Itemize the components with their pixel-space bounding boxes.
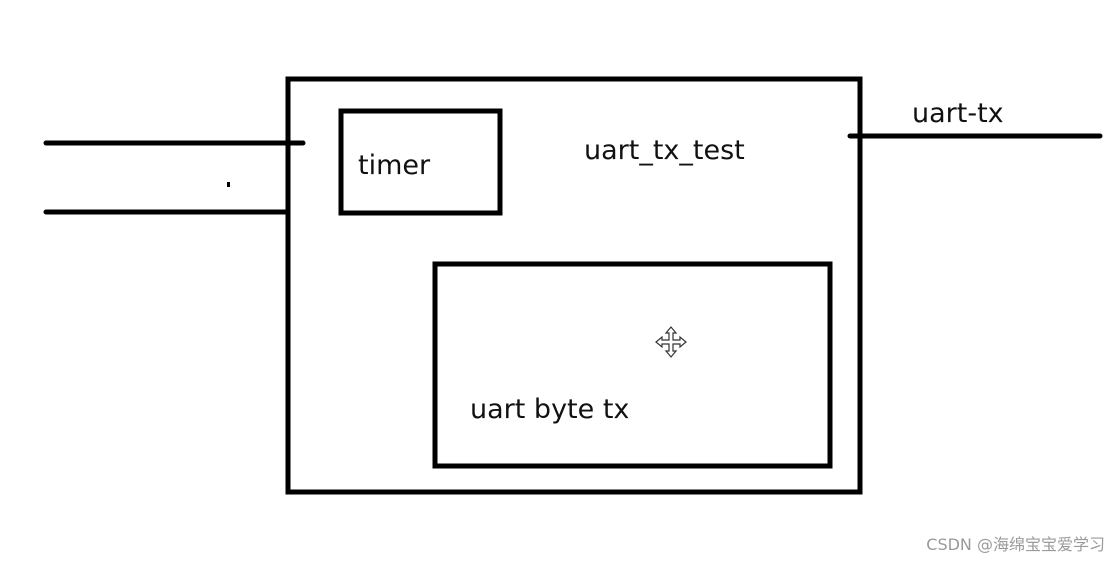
- byte-tx-box: [432, 261, 833, 469]
- output-port-label: uart-tx: [912, 98, 1004, 129]
- move-cursor-icon: [655, 326, 687, 358]
- top-module-box: [285, 76, 863, 495]
- timer-box: [338, 108, 503, 216]
- timer-label: timer: [358, 150, 431, 181]
- byte-tx-label: uart byte tx: [470, 394, 630, 425]
- top-module-label: uart_tx_test: [584, 135, 745, 166]
- stray-dot: [227, 182, 230, 187]
- watermark: CSDN @海绵宝宝爱学习: [926, 535, 1105, 554]
